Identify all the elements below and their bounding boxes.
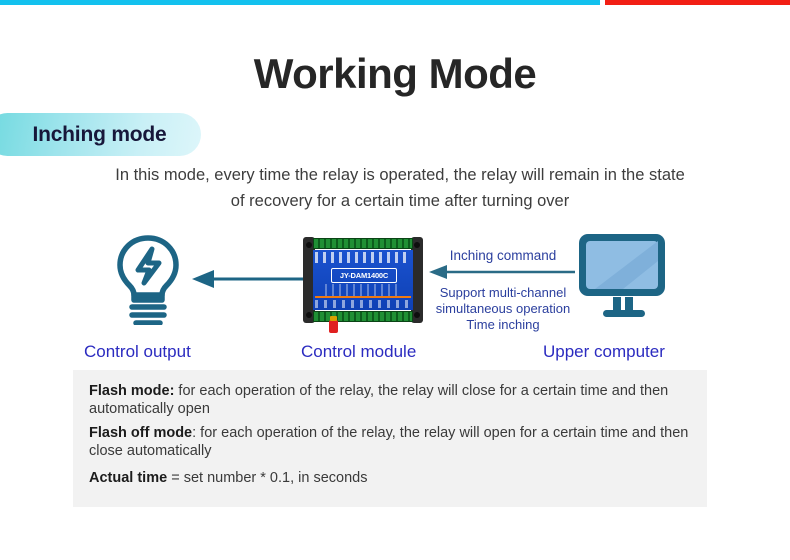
- top-bar-red-segment: [605, 0, 790, 5]
- relay-module-icon: JY-DAM1400C: [303, 237, 423, 333]
- note-flash-mode-term: Flash mode:: [89, 383, 175, 399]
- module-terminal-block-top: [313, 238, 413, 249]
- note-flash-off-mode: Flash off mode: for each operation of th…: [89, 424, 691, 460]
- note-flash-off-mode-body: : for each operation of the relay, the r…: [89, 425, 689, 459]
- inching-command-block: Inching command Support multi-channel si…: [428, 248, 578, 333]
- module-screw-icon: [414, 242, 420, 248]
- module-orange-stripe: [315, 296, 411, 298]
- module-rail-right: [411, 237, 423, 323]
- caption-control-output: Control output: [84, 342, 191, 361]
- note-flash-mode: Flash mode: for each operation of the re…: [89, 382, 691, 418]
- module-silkscreen-bottom: [315, 300, 411, 308]
- mode-description: In this mode, every time the relay is op…: [115, 166, 685, 210]
- note-actual-time-body: = set number * 0.1, in seconds: [167, 470, 368, 486]
- module-terminal-block-bottom: [313, 311, 413, 322]
- lightbulb-icon: [112, 233, 184, 326]
- inching-command-line-1: Support multi-channel: [439, 285, 567, 300]
- module-rail-left: [303, 237, 315, 323]
- arrow-left-icon-output: [192, 268, 304, 290]
- mode-badge: Inching mode: [0, 113, 201, 156]
- inching-command-line-2: simultaneous operation: [435, 301, 571, 316]
- module-screw-icon: [306, 242, 312, 248]
- module-screw-icon: [306, 312, 312, 318]
- module-model-label: JY-DAM1400C: [331, 268, 397, 283]
- mode-badge-label: Inching mode: [32, 122, 167, 146]
- note-actual-time: Actual time = set number * 0.1, in secon…: [89, 469, 691, 487]
- module-red-connector-icon: [329, 316, 338, 333]
- caption-upper-computer: Upper computer: [543, 342, 665, 361]
- note-flash-mode-body: for each operation of the relay, the rel…: [89, 383, 669, 417]
- caption-control-module: Control module: [301, 342, 417, 361]
- arrow-left-icon-command: [429, 265, 575, 279]
- monitor-icon: [575, 231, 669, 323]
- module-screw-icon: [414, 312, 420, 318]
- inching-command-title: Inching command: [449, 248, 557, 263]
- module-silkscreen-detail: [325, 284, 401, 298]
- note-actual-time-term: Actual time: [89, 470, 168, 486]
- module-pcb: JY-DAM1400C: [313, 250, 413, 310]
- top-accent-bar: [0, 0, 790, 5]
- module-silkscreen-top: [315, 252, 411, 263]
- inching-command-line-3: Time inching: [466, 317, 540, 332]
- top-bar-cyan-segment: [0, 0, 600, 5]
- notes-panel: Flash mode: for each operation of the re…: [73, 370, 707, 507]
- note-flash-off-mode-term: Flash off mode: [89, 425, 193, 441]
- page-title: Working Mode: [253, 50, 537, 97]
